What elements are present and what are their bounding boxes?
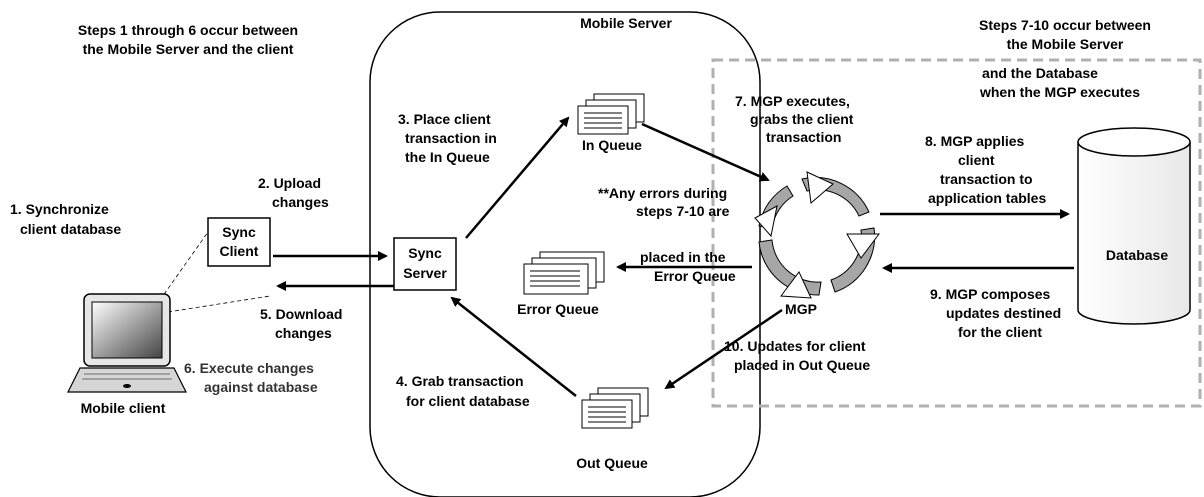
mobile-server-region bbox=[369, 11, 761, 497]
step-6-line2: against database bbox=[204, 379, 318, 395]
in-queue-label: In Queue bbox=[582, 137, 642, 153]
step-4-line1: 4. Grab transaction bbox=[396, 373, 524, 389]
step-5-line1: 5. Download bbox=[260, 306, 342, 322]
in-queue-stack-icon bbox=[577, 93, 645, 135]
mgp-database-region bbox=[711, 58, 1202, 408]
step-3-line1: 3. Place client bbox=[398, 111, 491, 127]
step-7-line2: grabs the client bbox=[750, 111, 854, 127]
step-6-line1: 6. Execute changes bbox=[184, 360, 314, 376]
step-8-line1: 8. MGP applies bbox=[925, 133, 1025, 149]
step-3-line2: transaction in bbox=[405, 130, 497, 146]
sync-client-line1: Sync bbox=[222, 224, 256, 240]
mgp-to-out-queue-arrow bbox=[664, 308, 783, 390]
mgp-cycle-icon bbox=[754, 171, 880, 299]
step-3-line3: the In Queue bbox=[405, 149, 490, 165]
step-2-line2: changes bbox=[272, 194, 329, 210]
step-9-line2: updates destined bbox=[946, 305, 1061, 321]
error-queue-label: Error Queue bbox=[517, 301, 599, 317]
sync-server-line1: Sync bbox=[408, 245, 442, 261]
step-4-line2: for client database bbox=[406, 393, 530, 409]
error-note-line2: steps 7-10 are bbox=[636, 203, 730, 219]
database-label: Database bbox=[1106, 247, 1168, 263]
step-9-line1: 9. MGP composes bbox=[930, 286, 1051, 302]
sync-client-line2: Client bbox=[220, 243, 259, 259]
error-queue-stack-icon bbox=[523, 251, 605, 295]
step-5-line2: changes bbox=[275, 325, 332, 341]
step-10-line2: placed in Out Queue bbox=[734, 357, 870, 373]
database-cylinder-icon bbox=[1077, 127, 1191, 325]
mobile-server-title: Mobile Server bbox=[580, 15, 672, 31]
step-1-line2: client database bbox=[20, 221, 121, 237]
in-queue-to-mgp-arrow bbox=[641, 122, 770, 182]
step-8-line2: client bbox=[958, 152, 995, 168]
error-note-line4: Error Queue bbox=[654, 268, 736, 284]
right-header-line3: and the Database bbox=[982, 65, 1098, 81]
sync-client-box bbox=[207, 217, 271, 267]
step-10-line1: 10. Updates for client bbox=[724, 338, 866, 354]
out-queue-stack-icon bbox=[581, 387, 649, 429]
out-queue-label: Out Queue bbox=[576, 455, 648, 471]
laptop-link-line-top bbox=[159, 231, 209, 301]
mgp-label: MGP bbox=[785, 301, 817, 317]
left-header-line2: the Mobile Server and the client bbox=[83, 41, 294, 57]
out-queue-to-sync-server-arrow bbox=[450, 296, 577, 397]
step-8-line4: application tables bbox=[928, 190, 1046, 206]
step-2-line1: 2. Upload bbox=[258, 175, 321, 191]
step-9-line3: for the client bbox=[958, 324, 1042, 340]
mobile-client-label: Mobile client bbox=[81, 400, 166, 416]
right-header-line1: Steps 7-10 occur between bbox=[979, 17, 1151, 33]
error-note-line1: **Any errors during bbox=[598, 185, 727, 201]
step-8-line3: transaction to bbox=[940, 171, 1033, 187]
right-header-line2: the Mobile Server bbox=[1007, 36, 1124, 52]
to-in-queue-arrow bbox=[465, 116, 570, 239]
laptop-link-line-bottom bbox=[167, 295, 271, 313]
right-header-line4: when the MGP executes bbox=[979, 84, 1140, 100]
step-1-line1: 1. Synchronize bbox=[10, 201, 109, 217]
sync-server-line2: Server bbox=[403, 265, 447, 281]
error-note-line3: placed in the bbox=[640, 249, 726, 265]
step-7-line1: 7. MGP executes, bbox=[735, 93, 850, 109]
laptop-icon bbox=[67, 293, 187, 393]
left-header-line1: Steps 1 through 6 occur between bbox=[78, 22, 298, 38]
sync-server-box bbox=[393, 237, 457, 291]
step-7-line3: transaction bbox=[766, 129, 841, 145]
